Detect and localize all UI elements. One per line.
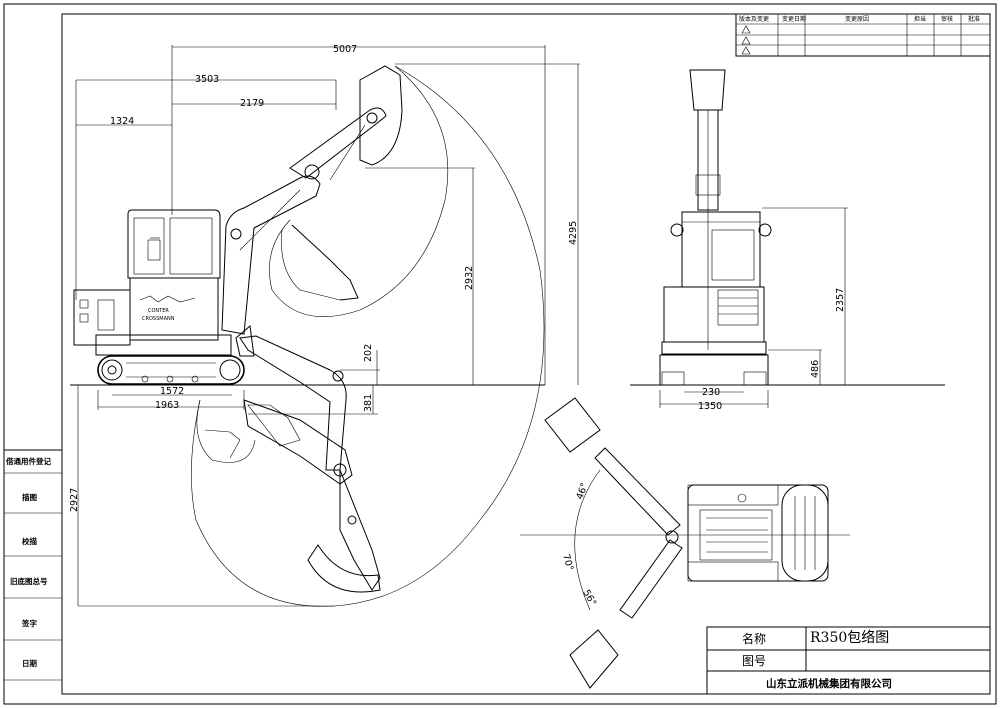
side-row-tracing: 描图 <box>22 492 37 502</box>
boom-raised <box>221 65 403 335</box>
title-drawing-no-label: 图号 <box>742 654 766 668</box>
drawing-frame <box>3 3 997 705</box>
lower-bucket-envelope <box>196 399 256 463</box>
angle-swing-center: 70° <box>560 553 575 572</box>
dim-blade-lift: 202 <box>363 344 374 362</box>
upper-structure: CONTER CROSSMANN <box>73 209 232 356</box>
dim-overall-width: 1350 <box>698 401 722 412</box>
title-name-value: R350包络图 <box>810 630 889 646</box>
side-row-date: 日期 <box>22 658 37 668</box>
rev-header-approve: 批准 <box>968 15 980 23</box>
side-row-old-number: 旧底图总号 <box>10 576 48 586</box>
front-view <box>630 69 945 408</box>
rev-header-reason: 变更原因 <box>845 15 869 23</box>
dim-reach-2179: 2179 <box>240 98 264 109</box>
dim-overall-reach: 5007 <box>333 44 357 55</box>
top-view <box>520 397 850 689</box>
dim-reach-3503: 3503 <box>195 74 219 85</box>
swing-arc <box>574 469 601 611</box>
dim-track-width: 230 <box>702 387 720 398</box>
operator-cab <box>127 209 221 279</box>
dim-clearance: 486 <box>810 360 821 378</box>
cab-decal-line1: CONTER <box>148 308 169 314</box>
revision-table: 版本及变更 变更日期 变更原因 担当 审核 批准 <box>735 13 991 57</box>
side-row-check-tracing: 校描 <box>22 536 37 546</box>
side-row-signature: 签字 <box>21 618 37 628</box>
angle-swing-left: 46° <box>574 481 590 501</box>
rev-header-owner: 担当 <box>914 15 926 23</box>
dim-max-dig-height: 4295 <box>568 221 579 245</box>
title-block: 名称 R350包络图 图号 山东立派机械集团有限公司 <box>706 626 991 695</box>
crawler-track <box>97 355 245 385</box>
dim-max-dig-depth: 2927 <box>69 488 80 512</box>
front-bucket <box>689 69 726 111</box>
side-registration-panel: 借通用件登记 描图 校描 旧底图总号 签字 日期 <box>4 449 62 681</box>
dim-rear-1324: 1324 <box>110 116 134 127</box>
rev-header-date: 变更日期 <box>782 15 806 23</box>
rev-header-review: 审核 <box>941 15 953 23</box>
title-company: 山东立派机械集团有限公司 <box>766 677 892 690</box>
side-view: CONTER CROSSMANN <box>69 44 580 607</box>
side-dimension-lines <box>75 45 580 607</box>
title-name-label: 名称 <box>742 631 766 646</box>
dim-track-1572: 1572 <box>160 386 184 397</box>
dim-blade-depth: 381 <box>363 394 374 412</box>
boom-lowered <box>204 335 381 593</box>
dig-envelope-arc <box>191 65 545 607</box>
cab-decal-line2: CROSSMANN <box>142 316 175 322</box>
revision-triangle-icon <box>741 25 751 55</box>
dozer-blade <box>235 325 255 357</box>
upper-bucket-envelope <box>269 65 449 317</box>
angle-swing-right: 56° <box>580 588 598 608</box>
dim-overall-height: 2357 <box>835 288 846 312</box>
dim-track-length: 1963 <box>155 400 179 411</box>
rev-header-version: 版本及变更 <box>739 15 769 23</box>
dim-max-dump-height: 2932 <box>464 266 475 290</box>
side-row-register: 借通用件登记 <box>5 456 51 466</box>
